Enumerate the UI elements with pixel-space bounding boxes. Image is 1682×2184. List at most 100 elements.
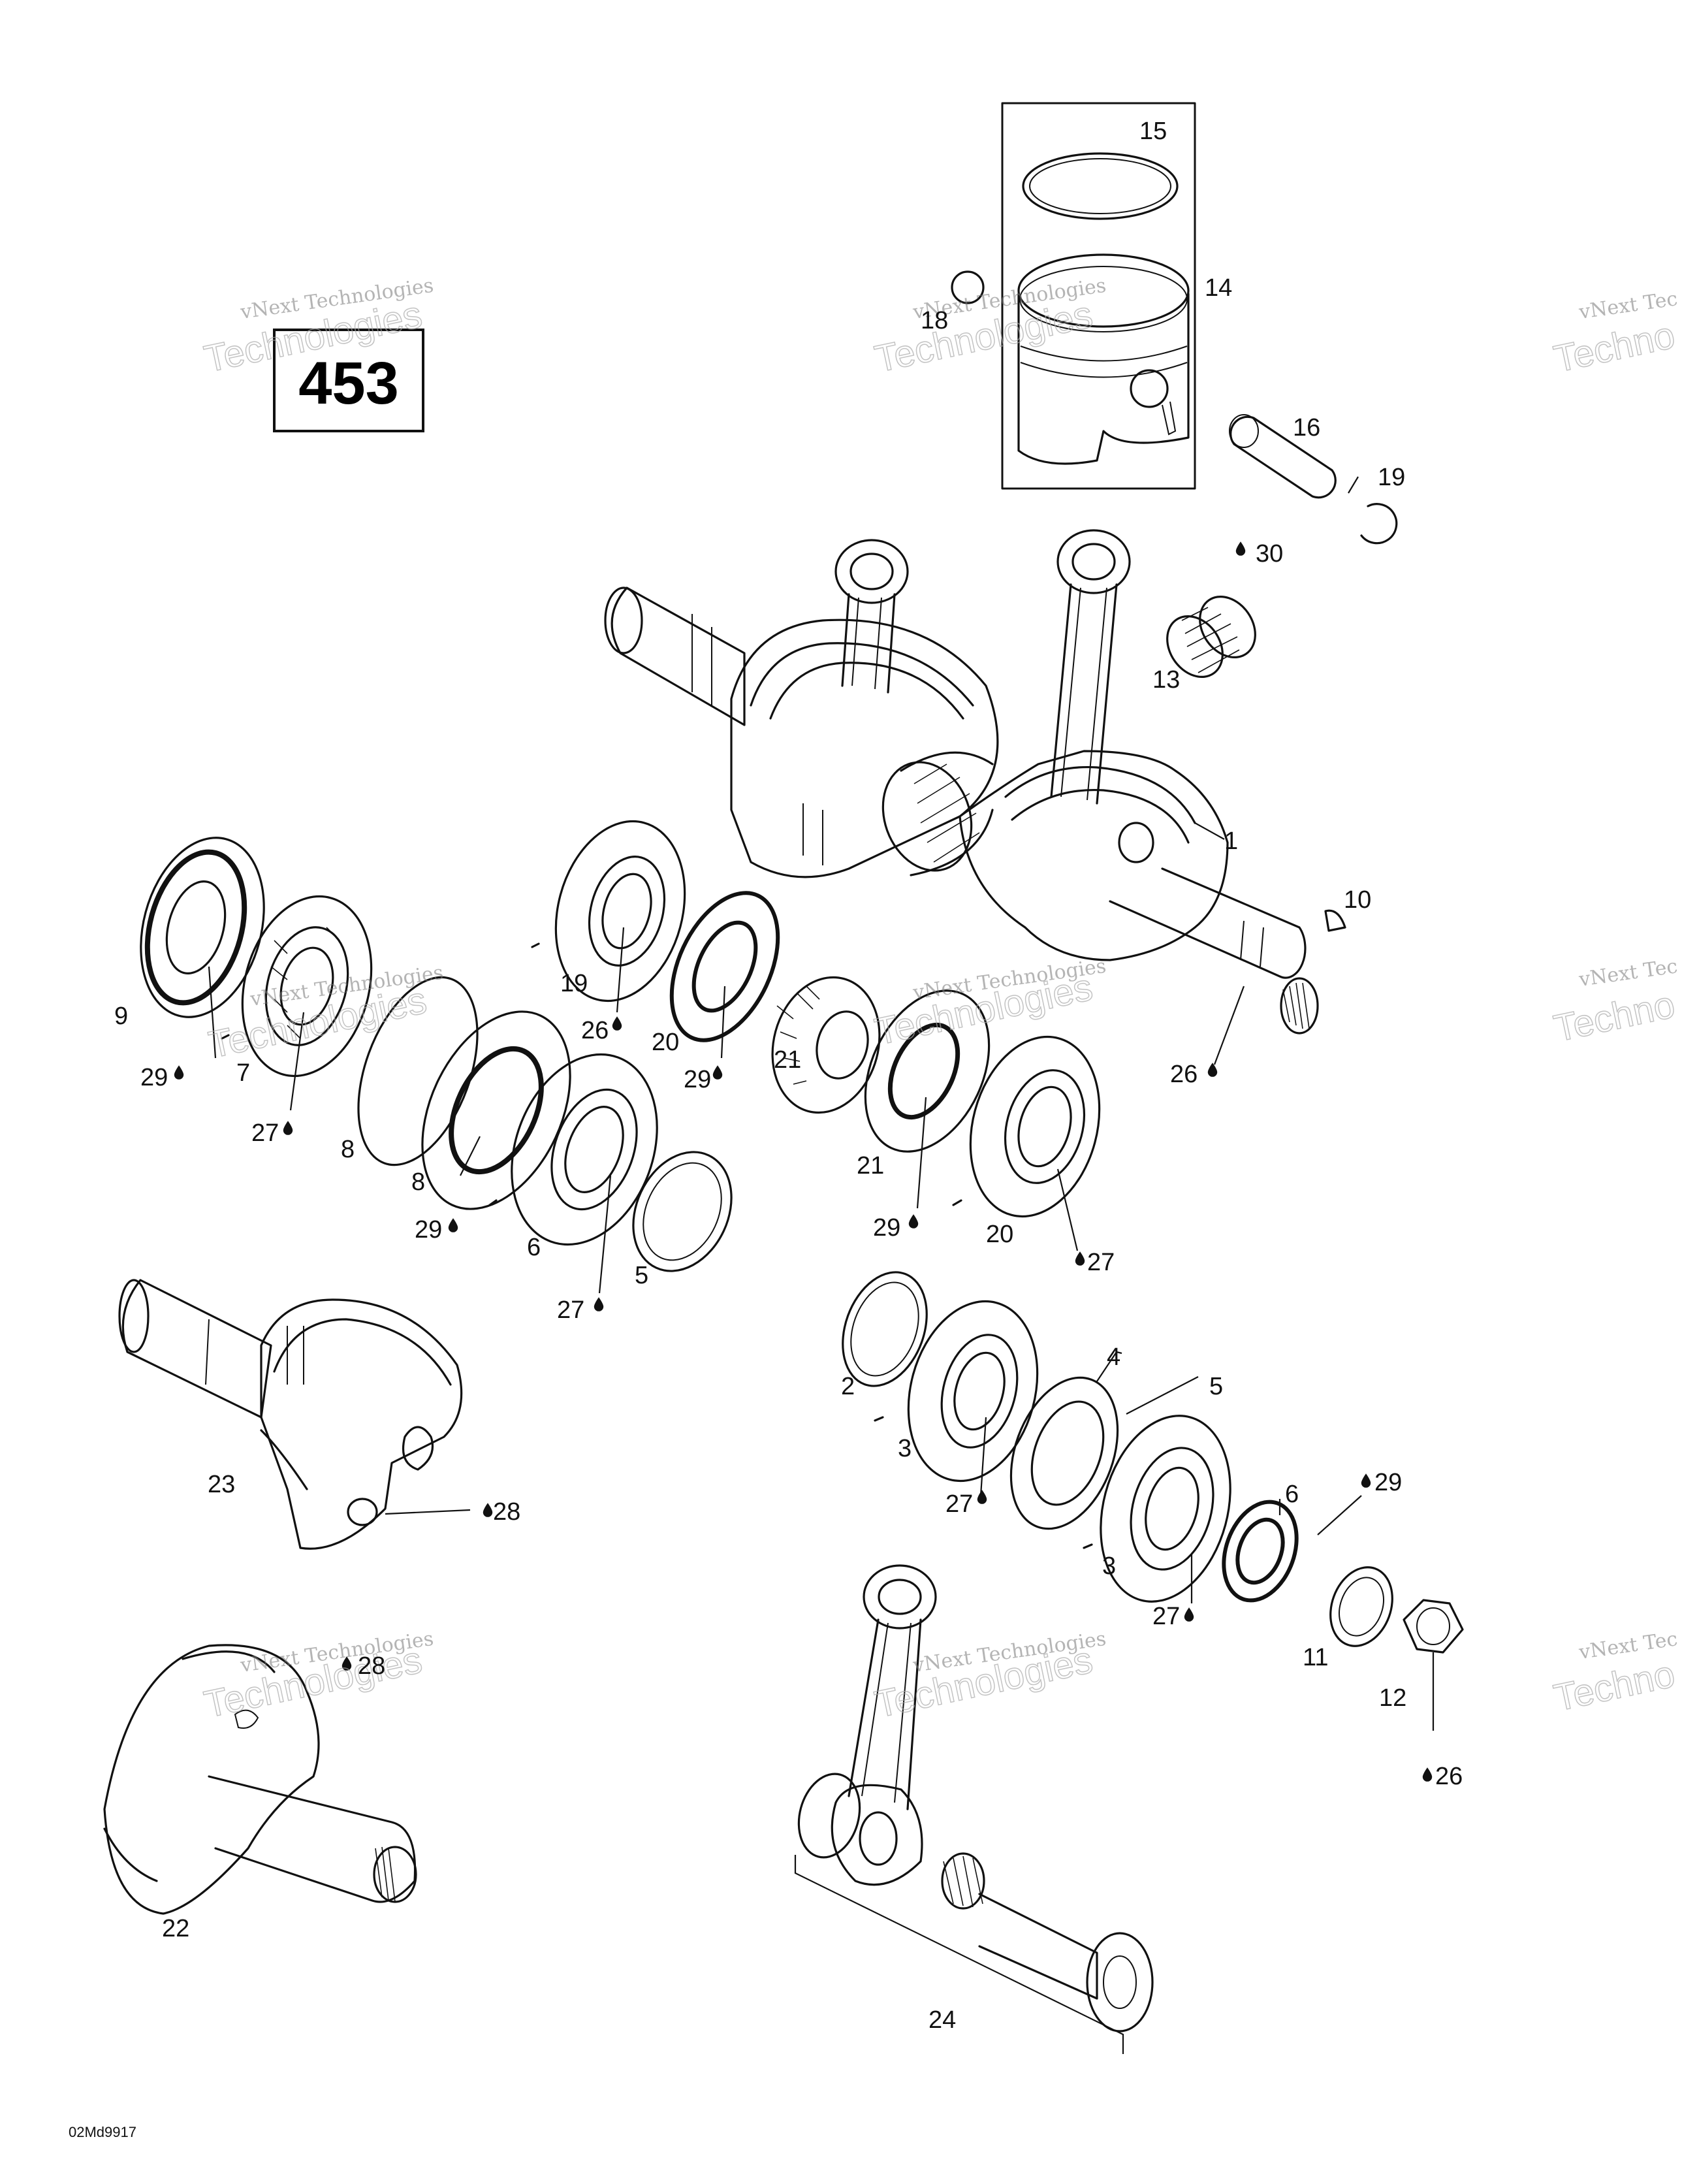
drop-icon: [1235, 541, 1246, 556]
circlip-top: [951, 270, 985, 304]
piston: [1017, 253, 1190, 465]
callout-22: 21: [774, 1046, 801, 1074]
shim-10: [357, 976, 479, 1166]
callout-6: 6: [1285, 1481, 1299, 1508]
callout-20: 20: [986, 1221, 1013, 1248]
drop-icon: [1075, 1251, 1085, 1266]
callout-14: 12: [1379, 1684, 1406, 1712]
nut-14: [1403, 1599, 1464, 1654]
shim-7: [632, 1151, 733, 1272]
callout-labels: 15 14 18 16 19 30 13 1 10 26 9 29 7 27 8…: [114, 118, 1463, 2034]
drop-icon: [1361, 1473, 1371, 1488]
oil-seal-9: [421, 1010, 571, 1210]
callout-24: 23: [208, 1471, 235, 1498]
callout-27: 26: [581, 1017, 609, 1044]
callout-11: 9: [114, 1003, 128, 1030]
callout-3: 3: [1102, 1552, 1116, 1580]
needle-bearing: [1166, 596, 1256, 678]
callout-29: 29: [873, 1214, 900, 1242]
oil-seal-6: [1222, 1500, 1299, 1603]
callout-27: 27: [1087, 1249, 1115, 1276]
oil-seal-21-upper: [669, 891, 780, 1042]
drop-icon: [1184, 1607, 1194, 1622]
ball-bearing-3-lower: [1100, 1415, 1231, 1603]
piston-pin: [1229, 414, 1337, 499]
callout-10: 8: [341, 1136, 355, 1163]
drop-icon: [612, 1016, 622, 1031]
callout-16: 14: [1205, 274, 1232, 302]
ball-bearing-3-upper: [907, 1300, 1039, 1483]
callout-19: 18: [921, 307, 948, 334]
callout-29: 29: [684, 1066, 711, 1093]
callout-21: 21: [857, 1152, 884, 1180]
washer-13: [1329, 1566, 1393, 1647]
drop-icon: [283, 1121, 293, 1135]
callout-3: 3: [898, 1435, 912, 1462]
drop-icon: [448, 1218, 458, 1232]
callout-27: 27: [1152, 1603, 1180, 1630]
drop-icon: [1422, 1767, 1433, 1782]
callout-17: 15: [1139, 118, 1167, 145]
callout-29: 29: [140, 1064, 168, 1091]
callout-27: 27: [945, 1490, 973, 1518]
callout-2: 2: [841, 1373, 855, 1400]
connecting-rod-kit-25: [794, 1564, 1154, 2054]
callout-26: 26: [1435, 1763, 1463, 1790]
drop-icon: [977, 1490, 987, 1504]
woodruff-key: [1324, 909, 1346, 932]
callout-27: 27: [557, 1296, 584, 1324]
svg-text:Techno: Techno: [1550, 983, 1678, 1050]
callout-30: 30: [1256, 540, 1283, 568]
callout-4: 4: [1107, 1343, 1120, 1371]
ball-bearing-8-center: [511, 1053, 658, 1246]
callout-20: 19: [560, 970, 588, 997]
circlip-right: [1360, 503, 1398, 545]
leader-lines: [208, 476, 1435, 1731]
callout-28: 28: [358, 1652, 385, 1680]
piston-ring: [1022, 152, 1179, 220]
crankshaft-half-23: [103, 1644, 417, 1915]
watermarks: vNext Technologies Technologies vNext Te…: [200, 274, 1679, 1727]
callout-21: 20: [652, 1029, 679, 1056]
drop-icon: [174, 1065, 184, 1080]
callout-12: 10: [1344, 886, 1371, 914]
svg-text:Techno: Techno: [1550, 1652, 1678, 1719]
ring-4: [1009, 1376, 1119, 1530]
callout-25: 24: [928, 2006, 956, 2034]
ball-bearing-20-lower: [969, 1035, 1101, 1218]
callout-26: 26: [1170, 1061, 1198, 1088]
connecting-rod-left: [834, 539, 909, 694]
callout-5: 5: [1209, 1373, 1223, 1400]
ball-bearing-8-left: [241, 895, 373, 1078]
callout-13: 11: [1303, 1644, 1328, 1671]
drop-icon: [594, 1297, 604, 1311]
callout-19: 19: [1378, 464, 1405, 491]
callout-29: 29: [415, 1216, 442, 1244]
callout-8: 7: [236, 1059, 250, 1087]
callout-18: 16: [1293, 414, 1320, 442]
svg-text:Techno: Techno: [1550, 313, 1678, 380]
drop-icon: [908, 1214, 919, 1228]
ball-bearing-20-upper: [554, 820, 686, 1003]
drawing-code: 02Md9917: [69, 2124, 136, 2140]
callout-7: 5: [635, 1262, 648, 1289]
connecting-rod-right: [1050, 529, 1131, 805]
callout-29: 29: [1374, 1469, 1402, 1496]
figure-number-box: 453: [273, 329, 424, 432]
crankshaft-half-24: [118, 1279, 463, 1550]
oil-seal-21-lower: [864, 989, 991, 1153]
drop-icon: [712, 1065, 723, 1080]
piston-kit-box: [951, 102, 1196, 490]
crankshaft-assembly: [604, 529, 1319, 1035]
callout-27: 27: [251, 1119, 279, 1147]
callout-8: 6: [527, 1234, 541, 1261]
drop-icon: [483, 1503, 493, 1517]
figure-number: 453: [298, 350, 399, 417]
drop-icon: [1207, 1063, 1218, 1077]
gear-22: [771, 976, 881, 1114]
callout-9: 8: [411, 1168, 425, 1196]
oil-seal-11: [140, 837, 265, 1018]
callout-1: 1: [1224, 827, 1238, 855]
callout-23: 22: [162, 1915, 189, 1942]
callout-28: 28: [493, 1498, 520, 1526]
